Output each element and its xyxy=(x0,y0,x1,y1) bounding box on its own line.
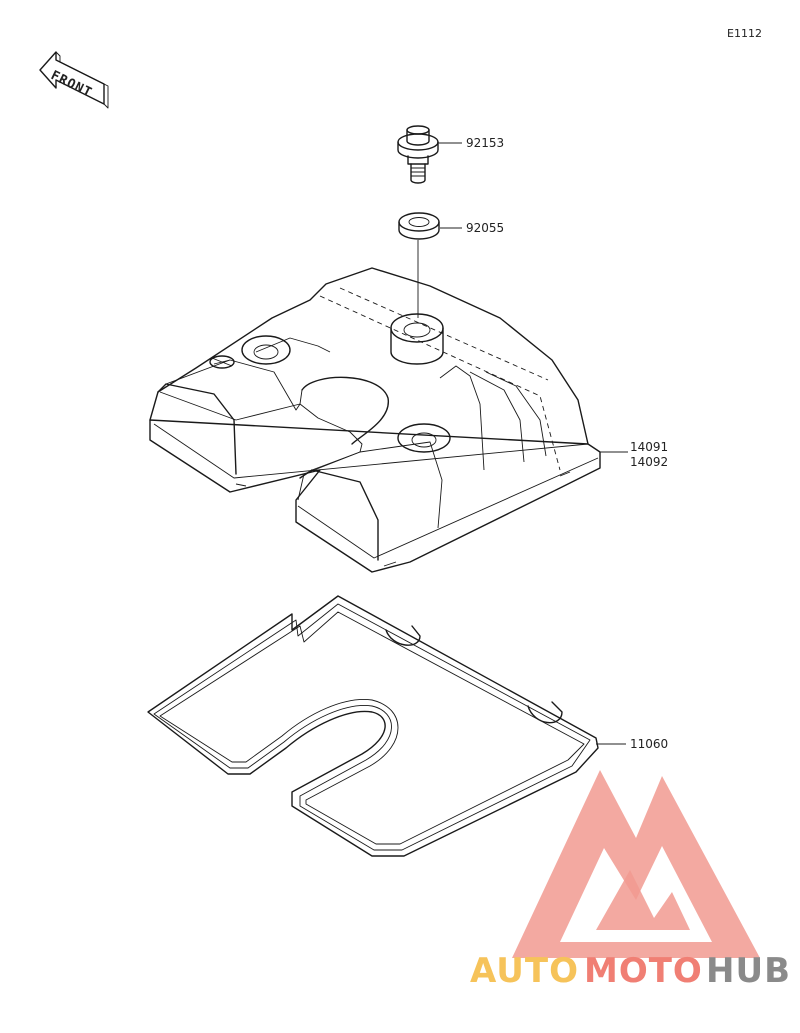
gasket-part xyxy=(147,595,599,857)
bolt-part xyxy=(397,125,439,184)
part-number-cover-b: 14092 xyxy=(630,455,668,469)
watermark-logo xyxy=(512,770,760,958)
front-arrow-icon: FRONT xyxy=(39,51,109,109)
part-number-cover-a: 14091 xyxy=(630,440,668,454)
part-number-bolt: 92153 xyxy=(466,136,504,150)
front-label: FRONT xyxy=(48,68,94,101)
watermark-moto: MOTO xyxy=(584,951,703,991)
washer-part xyxy=(398,212,440,240)
watermark-auto: AUTO xyxy=(470,951,579,991)
watermark-hub: HUB xyxy=(706,951,791,991)
part-number-washer: 92055 xyxy=(466,221,504,235)
cylinder-head-cover xyxy=(149,267,601,573)
diagram-code: E1112 xyxy=(727,27,762,40)
part-number-gasket: 11060 xyxy=(630,737,668,751)
